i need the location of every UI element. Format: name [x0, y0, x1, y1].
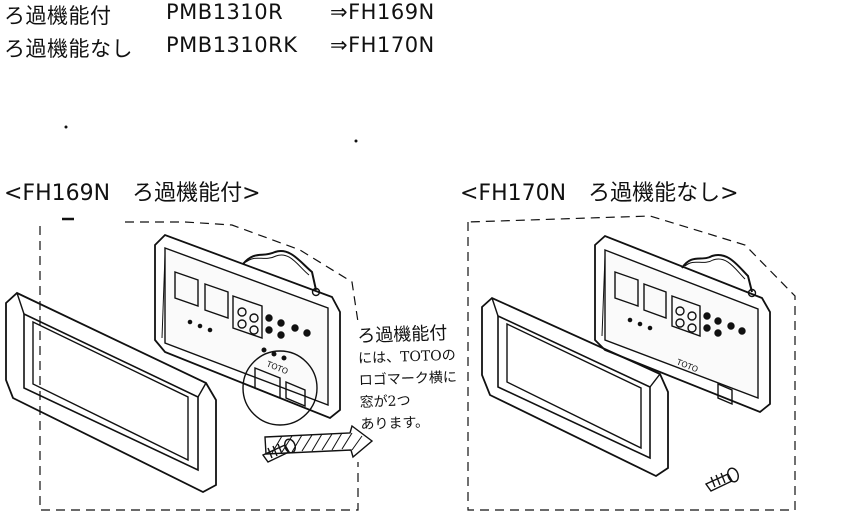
left-frame — [5, 291, 217, 494]
left-remote-unit — [154, 233, 341, 420]
row1-name: ろ過機能付 — [4, 4, 112, 28]
row1-part: ⇒FH169N — [330, 0, 435, 24]
right-boundary — [467, 215, 796, 511]
handwritten-note: ろ過機能付 には、TOTOの ロゴマーク横に 窓が2つ あります。 — [357, 321, 511, 436]
callout-arrow — [264, 424, 374, 459]
row2-part: ⇒FH170N — [330, 33, 435, 57]
left-boundary — [39, 221, 359, 511]
left-screw — [261, 438, 296, 463]
row1-model: PMB1310R — [166, 0, 284, 24]
right-panel-title: <FH170N ろ過機能なし> — [460, 181, 739, 206]
right-screw — [704, 467, 739, 492]
left-panel-title: <FH169N ろ過機能付> — [4, 181, 261, 206]
right-frame — [481, 296, 669, 478]
row2-model: PMB1310RK — [166, 33, 298, 57]
magnifier-circle — [242, 350, 318, 426]
right-remote-unit — [594, 234, 771, 414]
stray-dot — [354, 139, 358, 143]
stray-dot — [64, 125, 68, 129]
row2-name: ろ過機能なし — [4, 37, 133, 61]
